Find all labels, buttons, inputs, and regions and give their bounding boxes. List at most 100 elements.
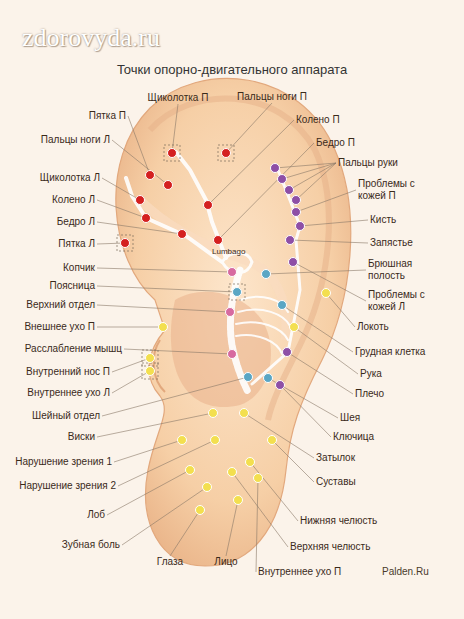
leader-line — [266, 270, 366, 274]
point-label: Пальцы ноги Л — [41, 134, 110, 146]
acupoint — [222, 149, 231, 158]
point-label: Нарушение зрения 2 — [19, 480, 116, 492]
leader-line — [282, 163, 336, 179]
point-label: Щиколотка П — [148, 92, 209, 104]
acupoint — [146, 354, 155, 363]
acupoint — [228, 268, 237, 277]
acupoint — [240, 409, 249, 418]
leader-line — [114, 440, 182, 462]
point-label: Колено П — [296, 114, 340, 126]
acupoint — [233, 288, 242, 297]
point-label: Шейный отдел — [32, 410, 100, 422]
leader-line — [326, 293, 355, 327]
leader-line — [97, 413, 213, 437]
acupoint — [168, 149, 177, 158]
point-frame — [142, 363, 158, 379]
leader-line — [112, 358, 150, 372]
leader-line — [289, 163, 336, 190]
acupoint — [159, 323, 168, 332]
point-label: Пальцы руки — [338, 157, 398, 169]
leader-line — [268, 378, 338, 418]
leader-line — [102, 377, 248, 416]
acupoint — [268, 436, 277, 445]
acupoint — [211, 436, 220, 445]
point-label: Лицо — [214, 556, 237, 568]
leader-line — [122, 487, 207, 545]
acupoint — [264, 374, 273, 383]
acupoint — [246, 458, 255, 467]
leader-line — [124, 349, 232, 354]
watermark: zdorovyda.ru — [22, 23, 160, 53]
point-label: Щиколотка Л — [40, 172, 100, 184]
acupoint — [136, 196, 145, 205]
leader-line — [226, 103, 272, 153]
acupoint — [209, 409, 218, 418]
acupoint — [285, 186, 294, 195]
point-label: Колено Л — [52, 194, 95, 206]
point-label: Грудная клетка — [355, 346, 425, 358]
acupoint — [196, 506, 205, 515]
leader-line — [112, 140, 168, 185]
point-label: Виски — [68, 431, 95, 443]
acupoint — [228, 350, 237, 359]
acupoint — [214, 236, 223, 245]
leader-line — [97, 268, 232, 272]
point-label: Нарушение зрения 1 — [15, 456, 112, 468]
acupoint — [142, 214, 151, 223]
point-label: Затылок — [316, 452, 355, 464]
acupoint — [178, 230, 187, 239]
acupoint — [290, 323, 299, 332]
leader-line — [172, 104, 178, 153]
point-label: Кисть — [370, 214, 396, 226]
leader-line — [280, 385, 331, 437]
diagram-title: Точки опорно-двигательного аппарата — [0, 62, 464, 77]
acupoint — [289, 258, 298, 267]
leader-line — [296, 163, 336, 200]
acupoint — [278, 301, 287, 310]
point-label: Запястье — [370, 237, 413, 249]
leader-line — [170, 510, 200, 556]
skeleton-sketch — [126, 152, 300, 392]
acupoint — [276, 381, 285, 390]
point-label: Брюшная полость — [368, 258, 432, 282]
point-label: Ключица — [333, 431, 374, 443]
acupoint — [283, 348, 292, 357]
point-label: Бедро Л — [57, 216, 95, 228]
leader-line — [244, 413, 314, 458]
acupoint — [278, 175, 287, 184]
point-label: Пальцы ноги П — [237, 91, 307, 103]
leader-line — [250, 462, 298, 521]
point-label: Плечо — [355, 388, 384, 400]
point-frame — [229, 284, 245, 300]
acupoint — [226, 308, 235, 317]
point-label: Зубная боль — [62, 539, 120, 551]
acupoint — [296, 222, 305, 231]
point-label: Lumbago — [212, 246, 245, 258]
leader-line — [128, 116, 150, 175]
point-label: Шея — [340, 412, 360, 424]
point-frame — [164, 145, 180, 161]
leader-line — [102, 178, 140, 200]
acupoint — [262, 270, 271, 279]
point-label: Пятка П — [89, 110, 126, 122]
leader-line — [290, 240, 368, 243]
point-frame — [142, 350, 158, 366]
acupoint — [234, 496, 243, 505]
leader-line — [293, 262, 366, 301]
point-label: Нижняя челюсть — [300, 515, 377, 527]
point-label: Глаза — [157, 556, 183, 568]
point-label: Рука — [360, 368, 382, 380]
acupoint — [271, 164, 280, 173]
acupoint — [146, 367, 155, 376]
leg-bone — [126, 178, 222, 262]
point-label: Внутреннее ухо П — [258, 566, 341, 578]
point-label: Расслабление мышц — [25, 343, 122, 355]
point-label: Лоб — [87, 509, 105, 521]
leader-line — [97, 305, 230, 312]
point-label: Верхний отдел — [26, 299, 95, 311]
acupoint — [286, 236, 295, 245]
point-label: Поясница — [49, 280, 95, 292]
acupoint — [292, 208, 301, 217]
leader-line — [300, 220, 368, 226]
